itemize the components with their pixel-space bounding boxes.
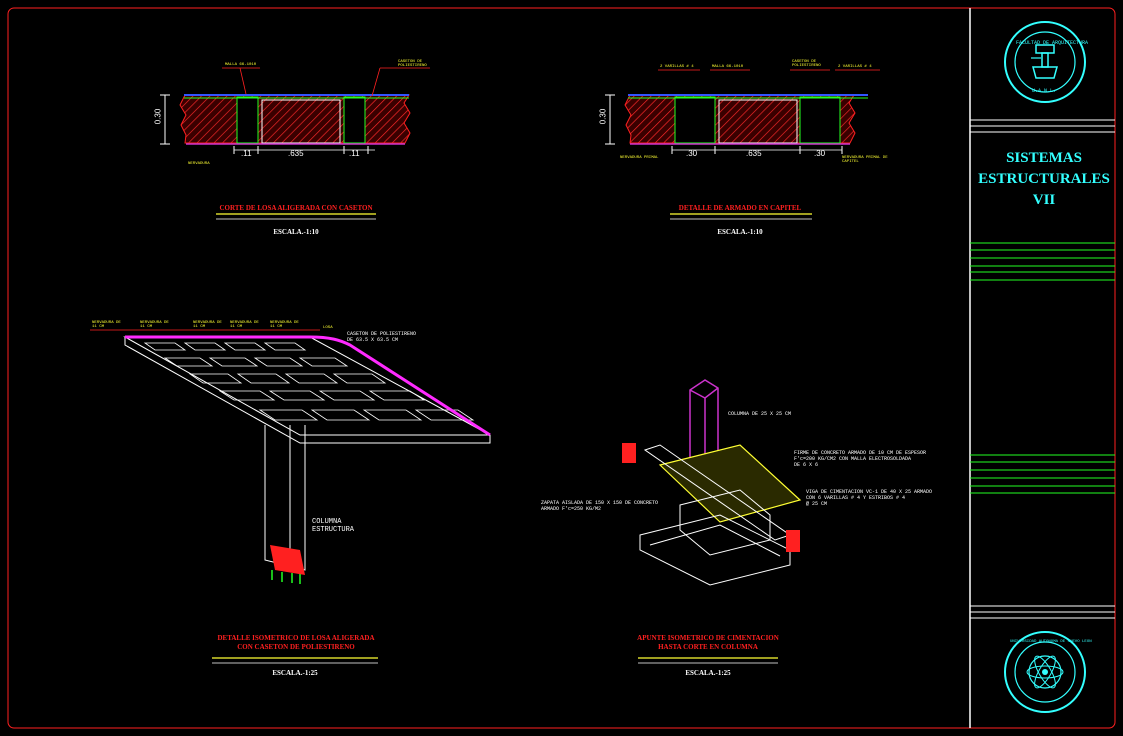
- d3-top-label-4: NERVADURA DE 11 CM: [230, 321, 259, 329]
- sheet-title: SISTEMAS ESTRUCTURALES VII: [975, 148, 1113, 211]
- d1-height-dim: 0.30: [153, 108, 163, 125]
- d2-height-dim: 0.30: [598, 108, 608, 125]
- d1-scale: ESCALA.-1:10: [273, 228, 319, 236]
- d3-top-label-2: NERVADURA DE 11 CM: [140, 321, 169, 329]
- d4-column-label: COLUMNA DE 25 X 25 CM: [728, 411, 792, 417]
- sheet-title-line-1: SISTEMAS: [1006, 150, 1082, 166]
- d1-title: CORTE DE LOSA ALIGERADA CON CASETON: [219, 204, 373, 212]
- d1-label-caseton: CASETON DE POLIESTIRENO: [398, 60, 427, 68]
- d4-viga-line-1: VIGA DE CIMENTACION VC-1 DE 40 X 25 ARMA…: [806, 489, 933, 495]
- d4-zapata-line-1: ZAPATA AISLADA DE 150 X 150 DE CONCRETO: [541, 500, 659, 506]
- d3-column-label-2: ESTRUCTURA: [312, 526, 355, 534]
- d1-dim-right: .11: [349, 149, 360, 158]
- d4-firme-line-3: DE 6 X 6: [794, 462, 819, 468]
- d4-scale: ESCALA.-1:25: [685, 669, 731, 677]
- d4-zapata-line-2: ARMADO F'c=250 KG/M2: [541, 506, 602, 512]
- d3-top-label-3: NERVADURA DE 11 CM: [193, 321, 222, 329]
- slab-section-detail: [160, 67, 430, 220]
- d3-top-label-6: LOSA: [323, 326, 333, 330]
- isometric-slab-detail: [90, 329, 491, 664]
- d2-dim-right: .30: [814, 149, 826, 158]
- d2-label-varillas-right: 2 VARILLAS # 4: [838, 65, 872, 69]
- faculty-logo-text: FACULTAD DE ARQUITECTURA: [1016, 40, 1089, 46]
- d2-label-varillas-left: 2 VARILLAS # 4: [660, 65, 694, 69]
- d1-dim-mid: .635: [288, 149, 304, 158]
- d3-title-line-1: DETALLE ISOMETRICO DE LOSA ALIGERADA: [217, 634, 375, 642]
- d4-title-line-2: HASTA CORTE EN COLUMNA: [658, 643, 758, 651]
- d2-label-caseton: CASETON DE POLIESTIRENO: [792, 60, 821, 68]
- d3-column-label-1: COLUMNA: [312, 518, 342, 526]
- capitel-detail: [605, 69, 880, 220]
- d3-caseton-label-1: CASETON DE POLIESTIRENO: [347, 331, 417, 337]
- d2-dim-left: .30: [686, 149, 698, 158]
- d1-label-malla: MALLA 66-1010: [225, 63, 257, 67]
- d4-firme-line-1: FIRME DE CONCRETO ARMADO DE 10 CM DE ESP…: [794, 450, 927, 456]
- sheet-title-line-3: VII: [1032, 192, 1056, 208]
- d4-viga-line-3: @ 25 CM: [806, 501, 828, 507]
- d2-label-nervadura-left: NERVADURA PRIMAL: [620, 156, 659, 160]
- d3-title-line-2: CON CASETON DE POLIESTIRENO: [237, 643, 355, 651]
- d2-title: DETALLE DE ARMADO EN CAPITEL: [678, 204, 802, 212]
- d1-dim-left: .11: [241, 149, 252, 158]
- foundation-isometric-detail: [622, 379, 802, 664]
- d3-top-label-5: NERVADURA DE 11 CM: [270, 321, 299, 329]
- university-seal-icon: [1004, 631, 1086, 713]
- d1-label-nervadura: NERVADURA: [188, 162, 210, 166]
- d4-viga-line-2: CON 6 VARILLAS # 4 Y ESTRIBOS # 4: [806, 495, 906, 501]
- d2-scale: ESCALA.-1:10: [717, 228, 763, 236]
- faculty-logo-subtext: U.A.N.L.: [1032, 88, 1057, 94]
- university-seal-text: UNIVERSIDAD AUTONOMA DE NUEVO LEON: [1010, 640, 1092, 644]
- d4-title-line-1: APUNTE ISOMETRICO DE CIMENTACION: [637, 634, 779, 642]
- sidebar-bands: [970, 119, 1115, 619]
- d3-caseton-label-2: DE 63.5 X 63.5 CM: [347, 337, 399, 343]
- d2-label-malla: MALLA 66-1010: [712, 65, 744, 69]
- sheet-border: [7, 7, 1116, 729]
- d2-dim-mid: .635: [746, 149, 762, 158]
- d2-label-nervadura-right: NERVADURA PRIMAL DE CAPITEL: [842, 156, 888, 164]
- d3-scale: ESCALA.-1:25: [272, 669, 318, 677]
- d3-top-label-1: NERVADURA DE 11 CM: [92, 321, 121, 329]
- sheet-title-line-2: ESTRUCTURALES: [978, 171, 1110, 187]
- faculty-logo-icon: [1004, 21, 1086, 103]
- d4-firme-line-2: F'c=200 KG/CM2 CON MALLA ELECTROSOLDADA: [794, 456, 912, 462]
